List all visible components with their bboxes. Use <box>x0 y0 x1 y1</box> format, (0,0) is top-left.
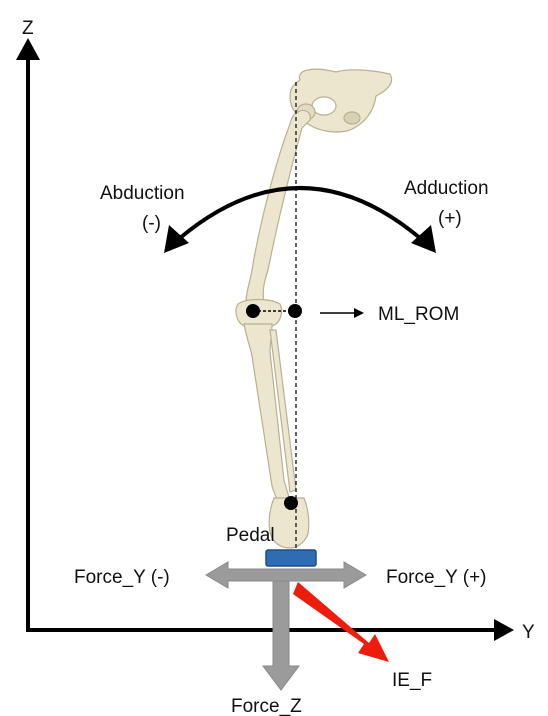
pedal-label: Pedal <box>226 525 275 546</box>
knee-marker-center <box>288 304 302 318</box>
femur <box>246 110 310 302</box>
force-y-neg-label: Force_Y (-) <box>74 567 170 588</box>
force-z-label: Force_Z <box>231 696 302 716</box>
y-axis-label: Y <box>522 622 535 643</box>
z-axis <box>16 38 40 632</box>
abduction-adduction-arc <box>164 188 436 253</box>
ie-f-arrow <box>293 582 389 662</box>
ie-f-label: IE_F <box>392 670 432 691</box>
abduction-label: Abduction <box>100 183 185 204</box>
force-y-pos-label: Force_Y (+) <box>386 567 487 588</box>
z-axis-label: Z <box>22 18 34 39</box>
knee-marker-medial <box>246 304 260 318</box>
pedal <box>266 550 316 566</box>
y-axis <box>26 619 514 641</box>
adduction-sign: (+) <box>438 208 462 229</box>
ankle-marker <box>284 496 298 510</box>
adduction-label: Adduction <box>404 178 489 199</box>
abduction-sign: (-) <box>142 213 161 234</box>
ml-rom-label: ML_ROM <box>378 304 459 325</box>
